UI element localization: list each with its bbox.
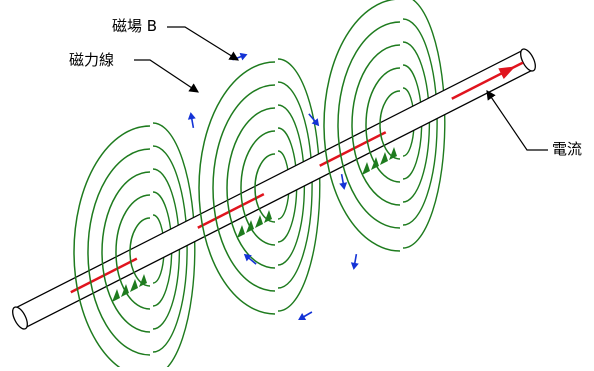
field-line-front xyxy=(323,0,401,252)
wire-end-far xyxy=(520,48,536,72)
current-line-segment xyxy=(319,131,387,167)
current-label: 電流 xyxy=(552,140,583,158)
wire-edge-top xyxy=(14,49,524,309)
field-line-front xyxy=(226,107,276,269)
magnetic-field-leader xyxy=(167,26,240,61)
field-line-front xyxy=(337,21,401,229)
field-line-back xyxy=(152,122,196,371)
field-direction-arrow-icon xyxy=(308,113,320,127)
field-marker-icon xyxy=(246,220,254,233)
field-line-back xyxy=(277,81,313,289)
field-direction-arrow-icon xyxy=(243,253,257,265)
field-direction-arrow-icon xyxy=(298,311,313,320)
field-marker-icon xyxy=(139,274,147,287)
current-leader xyxy=(486,90,548,151)
field-line-back xyxy=(402,0,446,249)
field-line-back xyxy=(152,145,188,353)
wire-end-near xyxy=(12,306,28,330)
wire-body xyxy=(15,50,533,328)
field-line-front xyxy=(365,67,401,183)
wire-edge-bottom xyxy=(24,69,534,329)
field-marker-icon xyxy=(130,279,138,292)
field-line-front xyxy=(240,130,276,246)
field-marker-icon xyxy=(371,157,379,170)
field-direction-arrow-icon xyxy=(350,253,359,270)
field-marker-icon xyxy=(380,152,388,165)
field-marker-icon xyxy=(112,289,120,302)
field-marker-icon xyxy=(237,225,245,238)
field-line-front xyxy=(115,194,151,310)
field-direction-arrow-icon xyxy=(187,112,196,129)
field-marker-icon xyxy=(389,147,397,160)
field-lines-leader xyxy=(134,59,199,93)
field-line-front xyxy=(198,61,276,315)
current-arrowhead xyxy=(498,66,516,80)
field-line-front xyxy=(73,125,151,371)
field-lines-label: 磁力線 xyxy=(69,51,115,69)
field-direction-arrow-icon xyxy=(339,173,348,190)
field-line-back xyxy=(277,58,321,312)
field-line-front xyxy=(87,148,151,356)
field-marker-icon xyxy=(121,284,129,297)
magnetic-field-label: 磁場 B xyxy=(112,17,158,35)
current-line-segment xyxy=(197,193,265,229)
field-marker-icon xyxy=(255,215,263,228)
field-marker-icon xyxy=(264,210,272,223)
field-line-front xyxy=(101,171,151,333)
field-marker-icon xyxy=(362,162,370,175)
field-line-front xyxy=(351,44,401,206)
field-line-front xyxy=(212,84,276,292)
